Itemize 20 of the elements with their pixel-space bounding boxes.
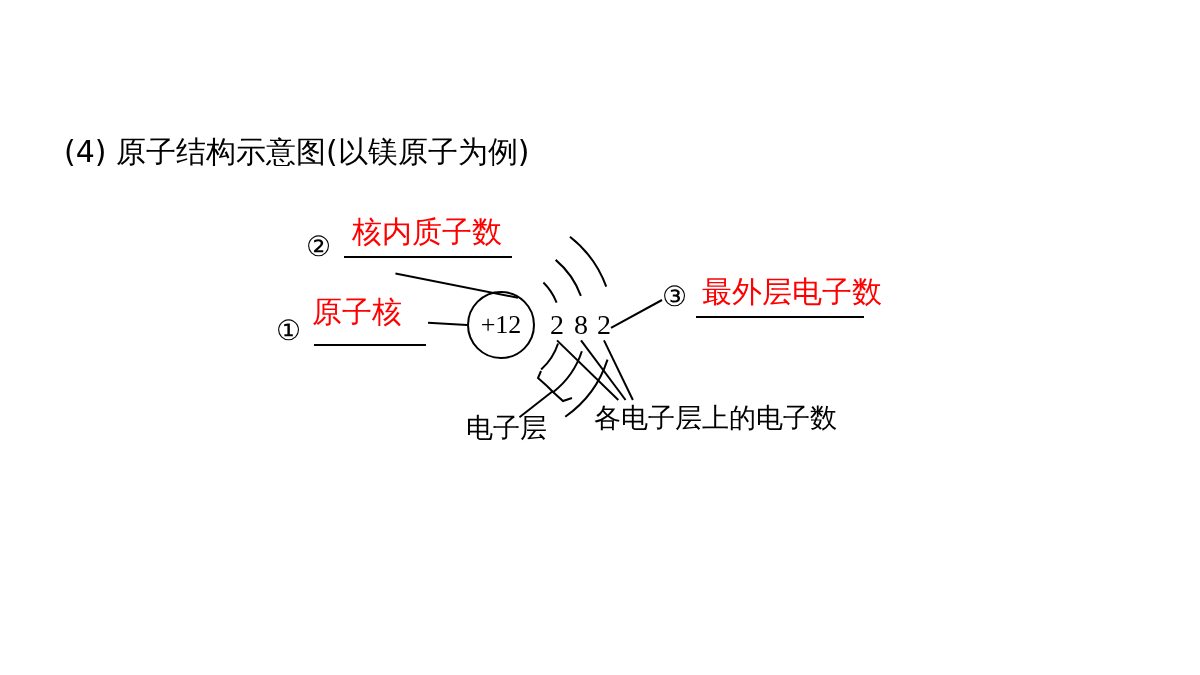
nucleus-circle: +12 (467, 291, 535, 359)
circled-number: ③ (662, 280, 687, 313)
connector-line (394, 272, 519, 299)
connector-line (427, 321, 468, 326)
answer-text: 最外层电子数 (702, 273, 882, 311)
shell-number: 2 (597, 311, 611, 339)
label-text: 电子层 (466, 410, 547, 446)
shell-number: 8 (574, 311, 588, 339)
connector-line (603, 339, 634, 401)
label-text: 各电子层上的电子数 (594, 400, 837, 436)
circled-number: ② (306, 230, 331, 263)
connector-line (610, 299, 663, 329)
answer-text: 原子核 (312, 293, 402, 331)
connector-line (580, 339, 627, 401)
circled-number: ① (276, 314, 301, 347)
shell-number: 2 (550, 311, 564, 339)
leader-line (518, 390, 554, 419)
title: (4) 原子结构示意图(以镁原子为例) (64, 133, 530, 171)
answer-text: 核内质子数 (352, 213, 502, 251)
connector-line (556, 339, 620, 401)
